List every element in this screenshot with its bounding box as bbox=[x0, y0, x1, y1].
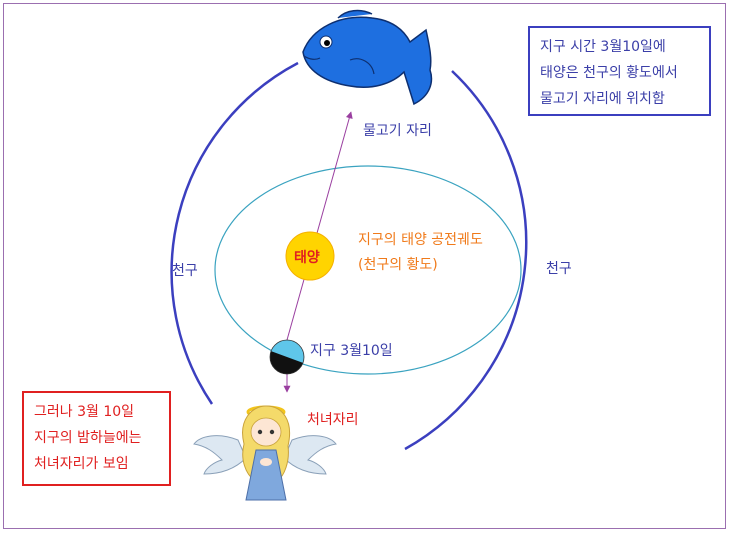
note-top-line1: 지구 시간 3월10일에 bbox=[540, 39, 666, 55]
note-bottom-line2: 지구의 밤하늘에는 bbox=[34, 430, 142, 446]
figure-frame bbox=[3, 3, 726, 529]
celestial-sphere-right-label: 천구 bbox=[546, 261, 572, 277]
virgo-label: 처녀자리 bbox=[307, 412, 359, 428]
note-bottom-line3: 처녀자리가 보임 bbox=[34, 456, 129, 472]
earth-orbit bbox=[214, 165, 522, 375]
sun-label: 태양 bbox=[294, 250, 320, 266]
earth-date-label: 지구 3월10일 bbox=[310, 343, 393, 359]
note-bottom-line1: 그러나 3월 10일 bbox=[34, 404, 135, 420]
orbit-label-line1: 지구의 태양 공전궤도 bbox=[358, 232, 483, 248]
arrow-to-pisces bbox=[286, 111, 353, 341]
earth-icon bbox=[269, 335, 309, 375]
celestial-sphere-left-arc bbox=[170, 61, 299, 405]
fish-icon bbox=[302, 9, 433, 106]
celestial-sphere-left-label: 천구 bbox=[172, 263, 198, 279]
pisces-label: 물고기 자리 bbox=[363, 123, 432, 139]
celestial-sphere-right-arc bbox=[404, 70, 528, 451]
sun bbox=[285, 231, 335, 281]
note-top-line3: 물고기 자리에 위치함 bbox=[540, 91, 665, 107]
angel-icon bbox=[193, 405, 337, 501]
note-top: 지구 시간 3월10일에 태양은 천구의 황도에서 물고기 자리에 위치함 bbox=[528, 26, 711, 116]
orbit-label-line2: (천구의 황도) bbox=[358, 257, 438, 273]
note-top-line2: 태양은 천구의 황도에서 bbox=[540, 65, 678, 81]
note-bottom: 그러나 3월 10일 지구의 밤하늘에는 처녀자리가 보임 bbox=[22, 391, 171, 486]
